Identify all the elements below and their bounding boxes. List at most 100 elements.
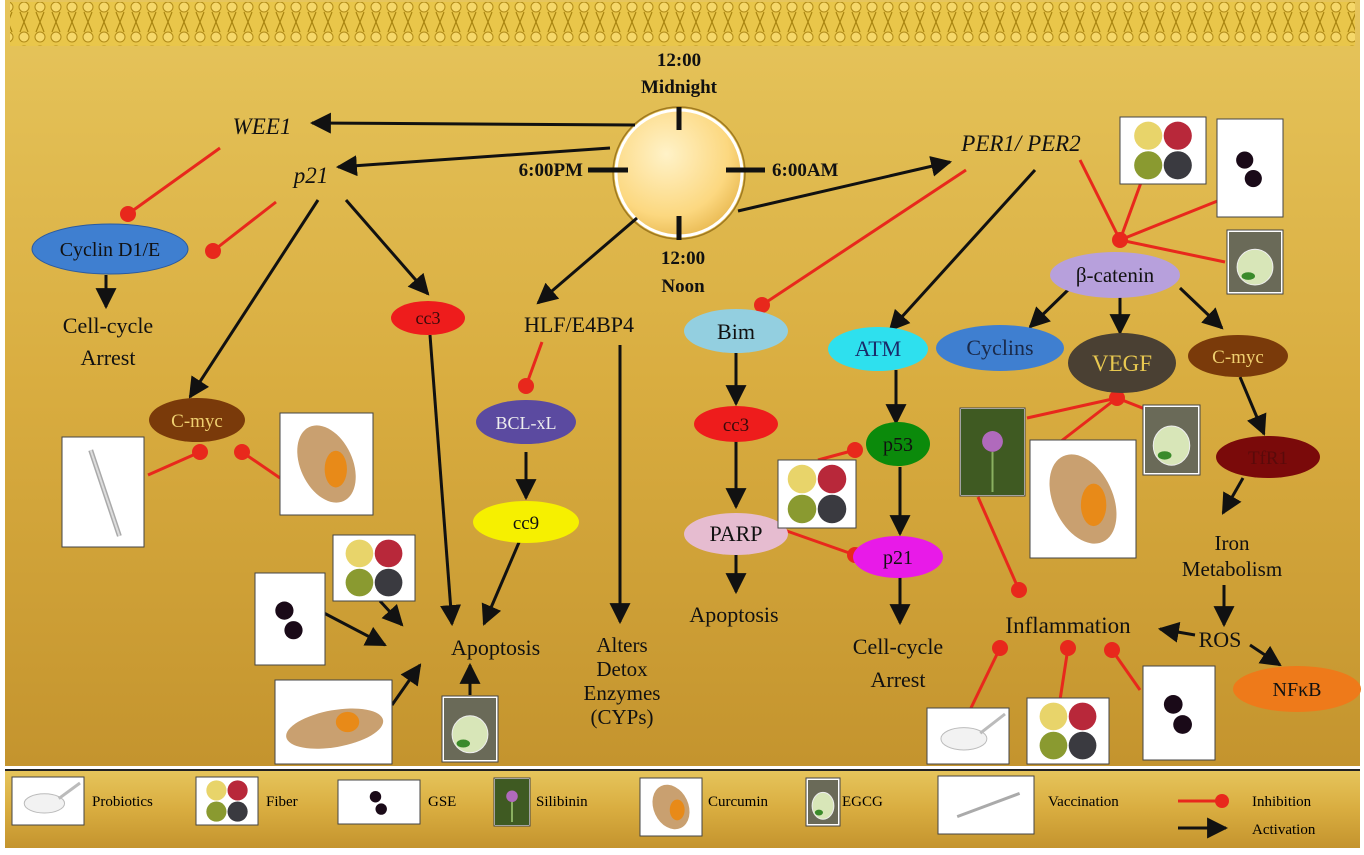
- ros-label: ROS: [1199, 627, 1242, 652]
- legend-label-curcumin: Curcumin: [708, 794, 768, 810]
- alters-label-4: (CYPs): [590, 705, 653, 729]
- hlf-label: HLF/E4BP4: [524, 312, 634, 337]
- cyclins-node: [936, 325, 1064, 371]
- cc3-mid-label: cc3: [723, 415, 749, 436]
- cc3-left-label: cc3: [416, 308, 441, 328]
- clock-top-label-2: Midnight: [641, 77, 718, 98]
- syringe-icon: [937, 775, 1035, 835]
- tfr1-label: TfR1: [1248, 448, 1288, 469]
- turmeric-icon: [639, 777, 703, 837]
- tfr1-node: [1216, 436, 1320, 478]
- silibinin-image: [959, 407, 1026, 497]
- cc9-label: cc9: [513, 513, 539, 534]
- bcatenin-node: [1050, 252, 1180, 298]
- cyclins-label: Cyclins: [966, 335, 1033, 360]
- iron-label-2: Metabolism: [1182, 557, 1282, 581]
- grape-seed-icon: [337, 779, 421, 825]
- legend-inhibition-label: Inhibition: [1252, 794, 1312, 810]
- cmyc-left-label: C-myc: [171, 411, 223, 432]
- atm-label: ATM: [855, 336, 901, 361]
- egcg-image-2: [1226, 229, 1284, 295]
- gse-image-3: [1142, 665, 1216, 761]
- vaccination-image: [61, 436, 145, 548]
- green-tea-icon: [805, 777, 841, 827]
- alters-label-3: Enzymes: [584, 681, 661, 705]
- cc3-left-node: [391, 301, 465, 335]
- bclxl-node: [476, 400, 576, 444]
- curcumin-image-2: [274, 679, 393, 765]
- spoon-icon: [11, 776, 85, 826]
- parp-label: PARP: [709, 521, 762, 546]
- clock-left-label: 6:00PM: [519, 160, 583, 181]
- p21-right-label: p21: [883, 547, 913, 569]
- parp-node: [684, 513, 788, 555]
- circadian-clock: 12:00 Midnight 6:00AM 12:00 Noon 6:00PM: [519, 50, 839, 297]
- fiber-icon: [195, 776, 259, 826]
- cc9-node: [473, 501, 579, 543]
- fiber-image-1: [332, 534, 416, 602]
- activation-arrows: [95, 112, 1282, 706]
- cell-membrane: [10, 2, 1355, 46]
- legend: Probiotics Fiber GSE Silibinin Curcumin …: [5, 769, 1360, 848]
- cell-cycle-arrest-right-1: Cell-cycle: [853, 634, 943, 659]
- per-label: PER1/ PER2: [960, 131, 1080, 156]
- bcatenin-label: β-catenin: [1076, 263, 1155, 287]
- clock-right-label: 6:00AM: [772, 160, 839, 181]
- p53-node: [866, 422, 930, 466]
- nfkb-label: NFκB: [1273, 679, 1322, 701]
- fiber-image-3: [1119, 116, 1207, 185]
- p53-label: p53: [883, 434, 913, 456]
- clock-bottom-label-2: Noon: [661, 276, 705, 297]
- legend-label-probiotics: Probiotics: [92, 794, 153, 810]
- p21-left-label: p21: [292, 163, 329, 188]
- milk-thistle-icon: [493, 777, 531, 827]
- clock-top-label-1: 12:00: [657, 50, 701, 71]
- vegf-node: [1068, 333, 1176, 393]
- legend-label-egcg: EGCG: [842, 794, 883, 810]
- p21-right-node: [853, 536, 943, 578]
- cell-cycle-arrest-right-2: Arrest: [871, 667, 926, 692]
- legend-label-vaccination: Vaccination: [1048, 794, 1119, 810]
- cell-cycle-arrest-left-1: Cell-cycle: [63, 313, 153, 338]
- node-ellipses: [31, 223, 1361, 712]
- bim-label: Bim: [717, 319, 755, 344]
- cmyc-right-node: [1188, 335, 1288, 377]
- bclxl-label: BCL-xL: [496, 413, 557, 433]
- probiotics-image: [926, 707, 1010, 765]
- vegf-label: VEGF: [1092, 351, 1152, 376]
- inhibition-lines: [127, 146, 1226, 711]
- node-labels: WEE1 p21 Cyclin D1/E Cell-cycle Arrest C…: [60, 114, 1322, 729]
- bim-node: [684, 309, 788, 353]
- cmyc-right-label: C-myc: [1212, 347, 1264, 368]
- clock-bottom-label-1: 12:00: [661, 248, 705, 269]
- curcumin-image-1: [279, 412, 374, 516]
- legend-label-fiber: Fiber: [266, 794, 298, 810]
- cc3-mid-node: [694, 406, 778, 442]
- egcg-image-1: [441, 695, 499, 763]
- apoptosis-mid-label: Apoptosis: [689, 602, 778, 627]
- egcg-image-3: [1142, 404, 1201, 476]
- cyclin-d1e-node: [31, 223, 189, 275]
- alters-label-2: Detox: [596, 657, 648, 681]
- gse-image-1: [254, 572, 326, 666]
- supplement-images: [61, 116, 1284, 765]
- curcumin-image-3: [1029, 439, 1137, 559]
- inflammation-label: Inflammation: [1005, 613, 1131, 638]
- fiber-image-4: [1026, 697, 1110, 765]
- atm-node: [828, 327, 928, 371]
- iron-label-1: Iron: [1215, 531, 1250, 555]
- cyclin-d1e-label: Cyclin D1/E: [60, 239, 161, 261]
- gse-image-2: [1216, 118, 1284, 218]
- legend-label-silibinin: Silibinin: [536, 794, 588, 810]
- apoptosis-left-label: Apoptosis: [451, 635, 540, 660]
- alters-label-1: Alters: [596, 633, 647, 657]
- cmyc-left-node: [149, 398, 245, 442]
- cell-cycle-arrest-left-2: Arrest: [81, 345, 136, 370]
- legend-activation-label: Activation: [1252, 822, 1316, 838]
- nfkb-node: [1233, 666, 1361, 712]
- wee1-label: WEE1: [233, 114, 292, 139]
- fiber-image-2: [777, 459, 857, 529]
- legend-label-gse: GSE: [428, 794, 456, 810]
